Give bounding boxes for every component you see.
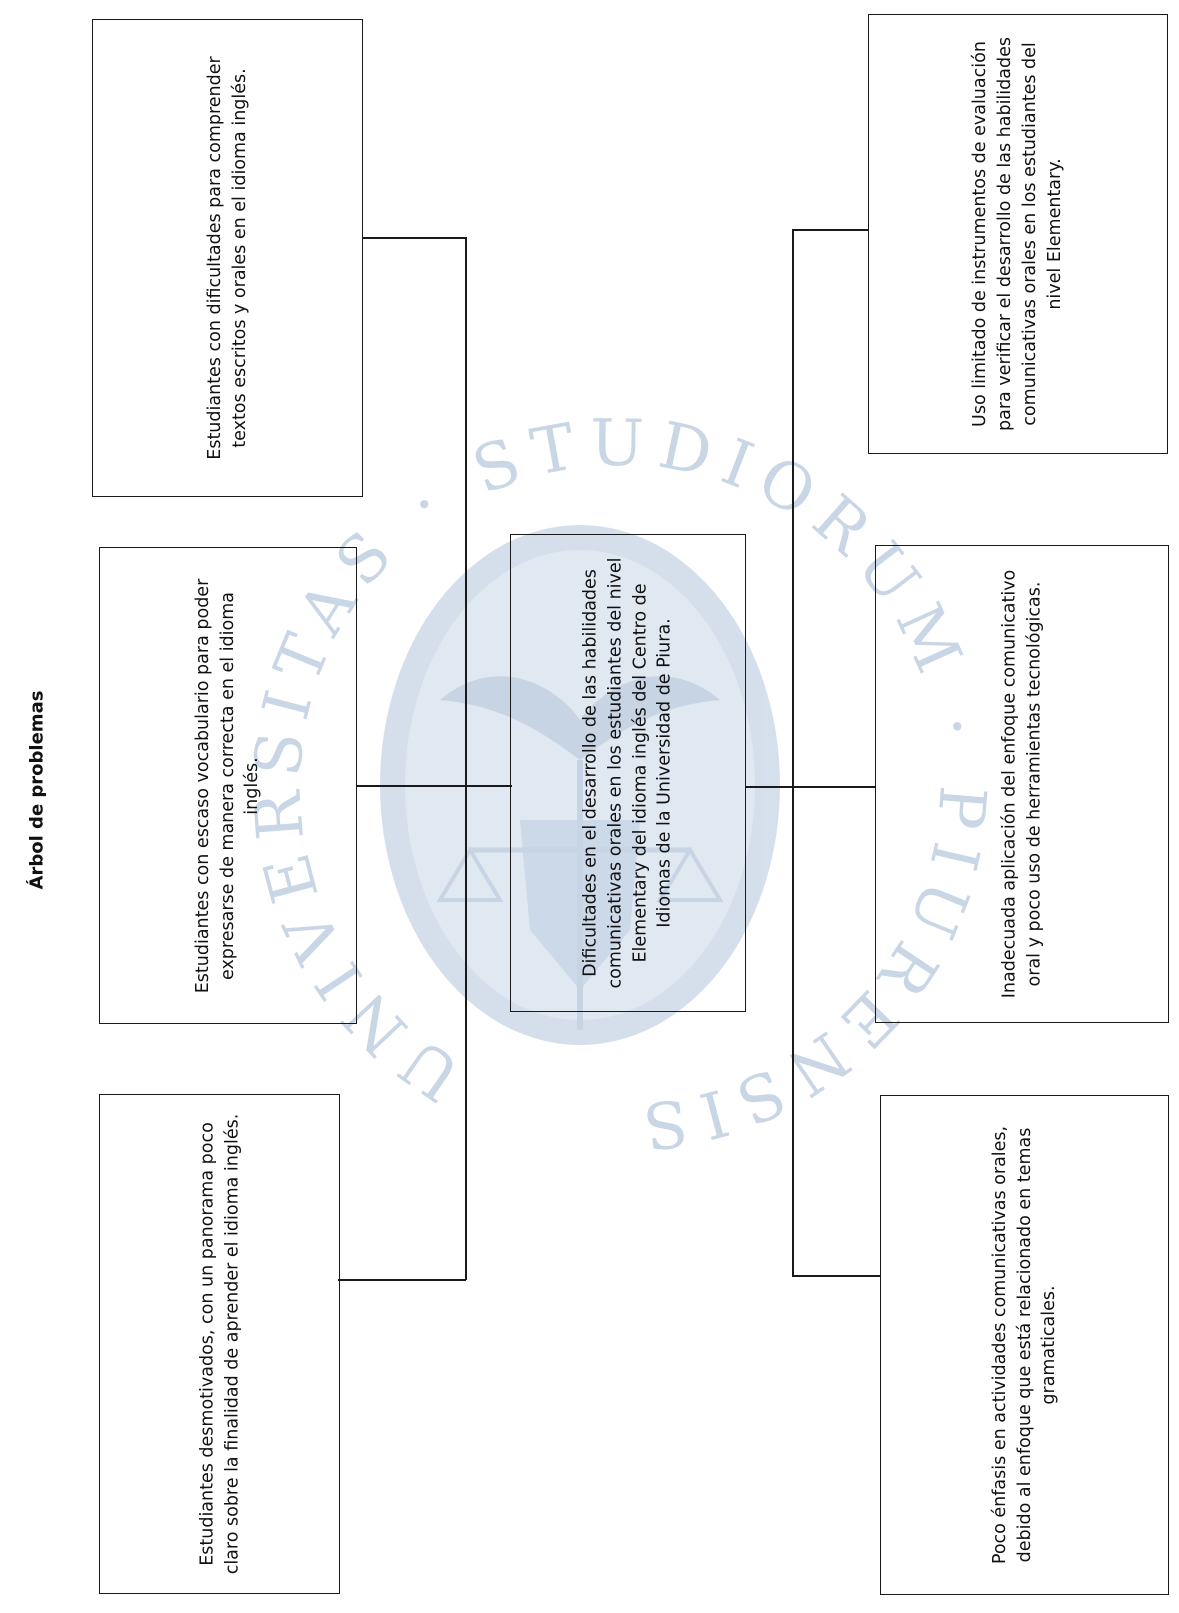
central-problem-box: Dificultades en el desarrollo de las hab…	[510, 534, 746, 1012]
box-text: Uso limitado de instrumentos de evaluaci…	[970, 37, 1065, 431]
box-text: Estudiantes con dificultades para compre…	[204, 56, 250, 460]
box-text: Poco énfasis en actividades comunicativa…	[989, 1125, 1059, 1565]
diagram-title: Árbol de problemas	[26, 690, 48, 890]
problem-box-right-3: Poco énfasis en actividades comunicativa…	[880, 1095, 1169, 1595]
connector	[792, 229, 868, 231]
problem-box-right-2: Inadecuada aplicación del enfoque comuni…	[875, 545, 1169, 1023]
problem-box-left-2: Estudiantes con escaso vocabulario para …	[99, 547, 357, 1024]
box-text: Estudiantes desmotivados, con un panoram…	[196, 1113, 242, 1575]
connector	[362, 237, 466, 239]
box-text: Estudiantes con escaso vocabulario para …	[192, 578, 263, 993]
box-text: Dificultades en el desarrollo de las hab…	[580, 557, 675, 989]
connector	[465, 237, 467, 1280]
box-text: Inadecuada aplicación del enfoque comuni…	[999, 569, 1044, 999]
problem-box-left-1: Estudiantes con dificultades para compre…	[92, 19, 363, 497]
problem-box-right-1: Uso limitado de instrumentos de evaluaci…	[868, 14, 1168, 454]
connector	[792, 1275, 880, 1277]
connector	[745, 786, 875, 788]
connector	[356, 785, 512, 787]
connector	[792, 229, 794, 1276]
connector	[338, 1279, 466, 1281]
problem-box-left-3: Estudiantes desmotivados, con un panoram…	[99, 1094, 340, 1594]
